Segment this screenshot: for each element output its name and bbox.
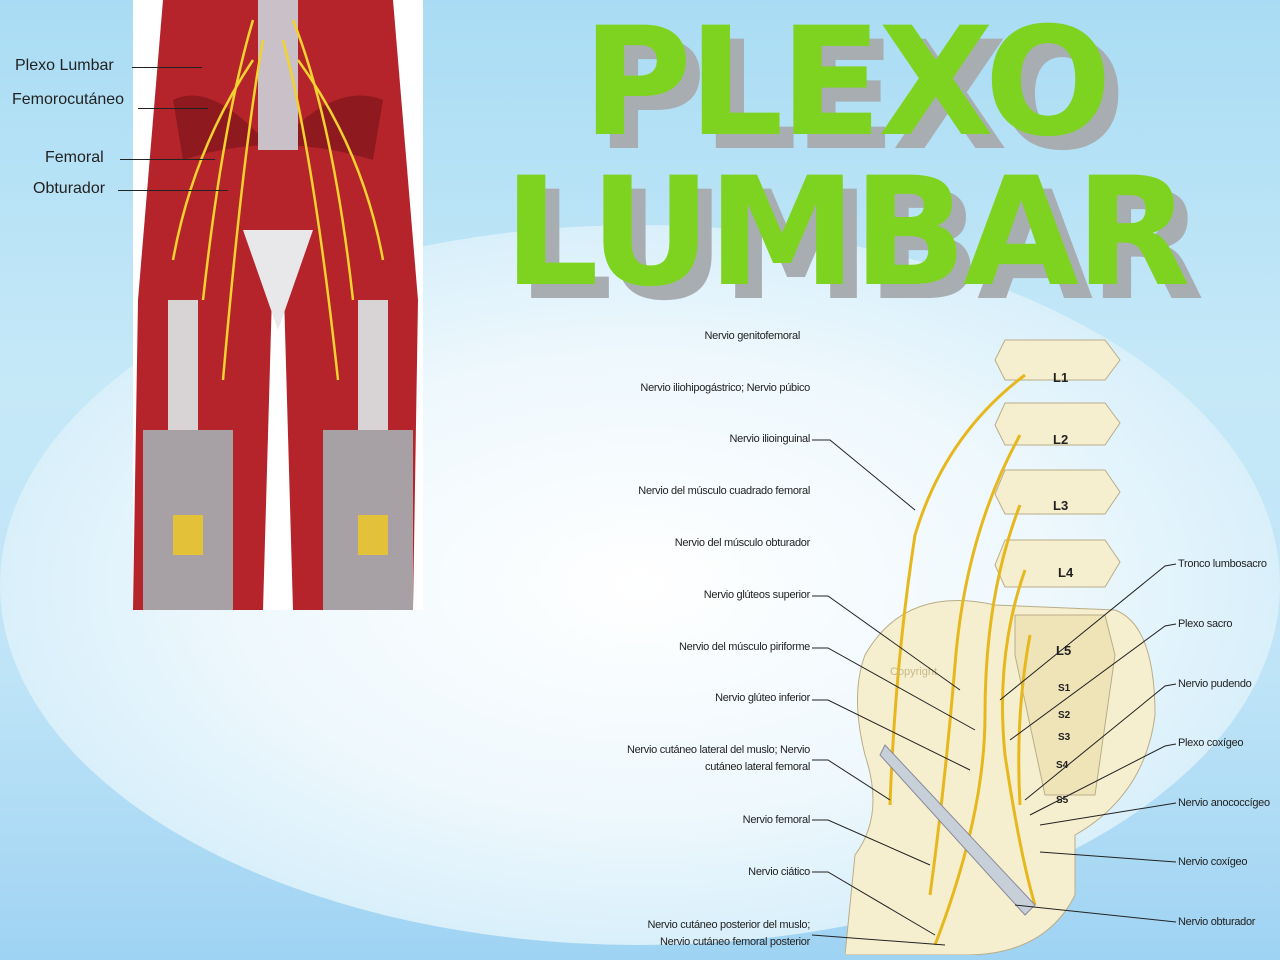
nerve-label: Nervio iliohipogástrico; Nervio púbico — [640, 382, 810, 394]
nerve-label: Nervio glúteo inferior — [715, 692, 810, 704]
label-plexo-lumbar: Plexo Lumbar — [15, 57, 114, 74]
leader-line — [138, 108, 208, 109]
label-femorocutaneo: Femorocutáneo — [12, 91, 125, 108]
leg-muscles-image — [133, 0, 423, 610]
nerve-label: Nervio genitofemoral — [704, 330, 801, 342]
nerve-label: Nervio ciático — [748, 866, 810, 878]
spine-pelvis-diagram: Copyright — [845, 339, 1156, 955]
nerve-label: Nervio glúteos superior — [703, 589, 811, 601]
title-line2: LUMBAR — [503, 146, 1190, 320]
leader-line — [132, 67, 202, 68]
label-obturador: Obturador — [33, 180, 106, 197]
nerve-label: Nervio coxígeo — [1178, 856, 1248, 868]
nerve-label: Nervio femoral — [742, 814, 811, 826]
leader-line — [118, 190, 228, 191]
title-line1: PLEXO — [582, 0, 1112, 170]
nerve-label: Nervio cutáneo posterior del muslo; Nerv… — [647, 919, 810, 948]
nerve-label: Nervio ilioinguinal — [729, 433, 810, 445]
vertebra-label: S1 — [1058, 683, 1071, 694]
nerve-label: Nervio obturador — [1178, 916, 1256, 928]
vertebra-label: L2 — [1053, 432, 1069, 447]
nerve-label: Plexo sacro — [1178, 618, 1233, 630]
vertebra-label: L3 — [1053, 498, 1069, 513]
nerve-label: Nervio del músculo cuadrado femoral — [638, 485, 810, 497]
label-femoral: Femoral — [45, 149, 104, 166]
nerve-label: Plexo coxígeo — [1178, 737, 1244, 749]
nerve-label: Nervio anococcígeo — [1178, 797, 1270, 809]
vertebra-label: S5 — [1056, 795, 1069, 806]
vertebra-label: S4 — [1056, 760, 1069, 771]
nerve-label: Nervio del músculo obturador — [674, 537, 811, 549]
watermark: Copyright — [890, 666, 937, 678]
vertebra-label: S2 — [1058, 710, 1071, 721]
vertebra-label: L4 — [1058, 565, 1074, 580]
slide-title: PLEXO LUMBAR — [430, 8, 1260, 308]
vertebra-label: L5 — [1056, 643, 1072, 658]
nerve-label: Nervio del músculo piriforme — [679, 641, 810, 653]
nerve-label: Nervio pudendo — [1178, 678, 1252, 690]
leader-line — [120, 159, 215, 160]
nerve-label: Tronco lumbosacro — [1178, 558, 1267, 570]
vertebra-label: L1 — [1053, 370, 1069, 385]
vertebra-label: S3 — [1058, 732, 1071, 743]
nerve-label: Nervio cutáneo lateral del muslo; Nervio… — [626, 744, 810, 773]
